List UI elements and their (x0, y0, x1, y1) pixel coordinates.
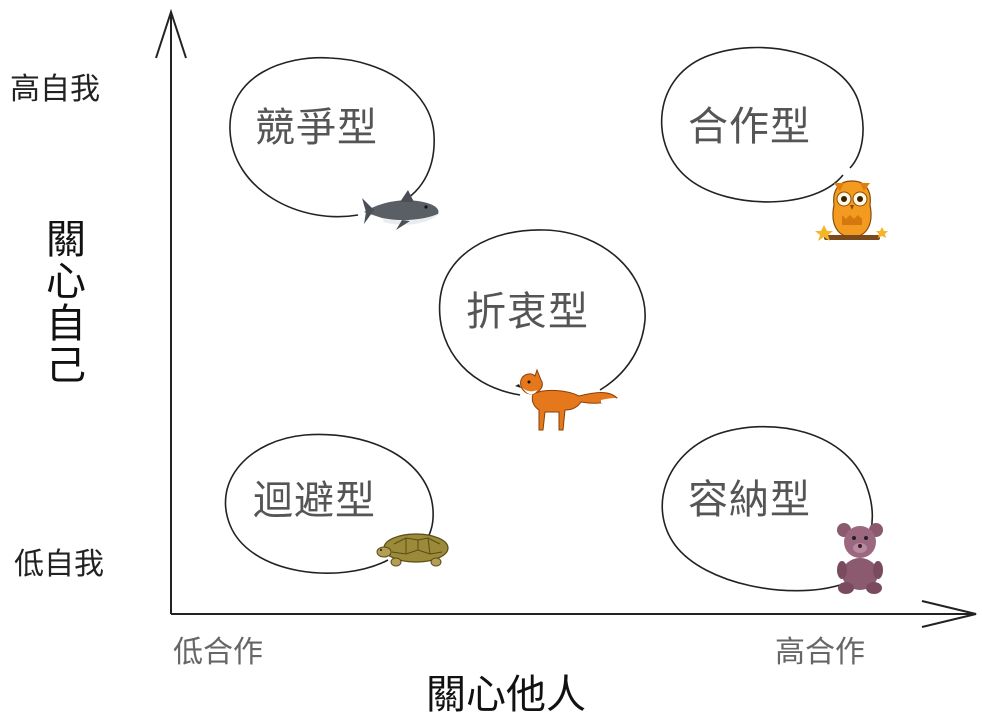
y-axis-title: 關心自己 (39, 218, 85, 386)
x-axis (171, 600, 977, 628)
x-axis-low-label: 低合作 (173, 635, 263, 670)
accommodating-circle (661, 425, 874, 592)
x-axis-title: 關心他人 (426, 672, 586, 718)
competing-label: 競爭型 (255, 105, 378, 151)
collaborating-label: 合作型 (688, 104, 811, 150)
shark-icon (362, 190, 439, 230)
collaborating-circle (660, 46, 864, 203)
y-axis (155, 8, 187, 614)
compromising-label: 折衷型 (466, 289, 589, 335)
fox-icon (515, 368, 618, 431)
y-axis-high-label: 高自我 (10, 72, 100, 107)
avoiding-circle (224, 433, 434, 574)
avoiding-label: 迴避型 (253, 478, 376, 524)
x-axis-high-label: 高合作 (775, 635, 865, 670)
turtle-icon (376, 533, 449, 567)
teddy-bear-icon (837, 523, 883, 594)
y-axis-low-label: 低自我 (14, 547, 104, 582)
owl-icon (815, 180, 888, 241)
accommodating-label: 容納型 (688, 477, 811, 523)
compromising-circle (438, 229, 646, 396)
competing-circle (229, 56, 435, 218)
